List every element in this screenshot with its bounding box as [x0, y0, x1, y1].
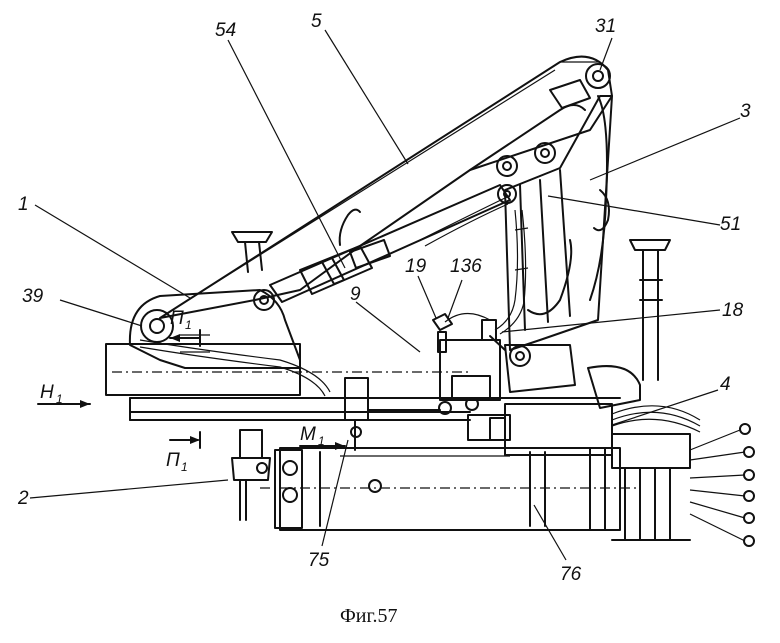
- svg-text:1: 1: [181, 460, 188, 474]
- label-31: 31: [595, 16, 616, 37]
- label-18: 18: [722, 300, 744, 321]
- label-75: 75: [308, 550, 330, 571]
- pump-2: [231, 429, 271, 521]
- label-54: 54: [215, 20, 236, 41]
- section-h: Н: [40, 382, 54, 403]
- svg-text:1: 1: [56, 392, 63, 406]
- section-m: М: [300, 424, 316, 445]
- section-marks: П 1 П 1 Н 1 М 1: [37, 308, 346, 474]
- column-post: [496, 63, 613, 393]
- boom-arm: [159, 55, 613, 319]
- right-outrigger: [587, 239, 671, 409]
- label-39: 39: [22, 286, 44, 307]
- boom-cylinder: [269, 184, 517, 303]
- valve-assembly: [432, 312, 506, 353]
- svg-text:1: 1: [185, 318, 192, 332]
- label-136: 136: [450, 256, 482, 277]
- label-2: 2: [17, 488, 29, 509]
- figure-caption: Фиг.57: [340, 605, 397, 627]
- label-51: 51: [720, 214, 741, 235]
- label-19: 19: [405, 256, 427, 277]
- label-5: 5: [311, 11, 322, 32]
- section-p-lower: П: [166, 450, 180, 471]
- svg-text:1: 1: [318, 434, 325, 448]
- bottom-cylinder: [260, 447, 640, 531]
- section-p-upper: П: [170, 308, 184, 329]
- distributor-block: [611, 423, 755, 547]
- leader-lines: [29, 29, 741, 561]
- left-outrigger: [231, 231, 273, 273]
- hydraulic-hoses: [419, 197, 529, 335]
- label-3: 3: [740, 101, 751, 122]
- callout-labels: 54 5 31 3 1 51 39 19 136 18 9 4 2 75 76: [17, 11, 751, 585]
- base-frame: [105, 339, 621, 441]
- label-1: 1: [18, 194, 29, 215]
- control-lever: [344, 377, 441, 451]
- label-4: 4: [720, 374, 731, 395]
- label-9: 9: [350, 284, 361, 305]
- label-76: 76: [560, 564, 582, 585]
